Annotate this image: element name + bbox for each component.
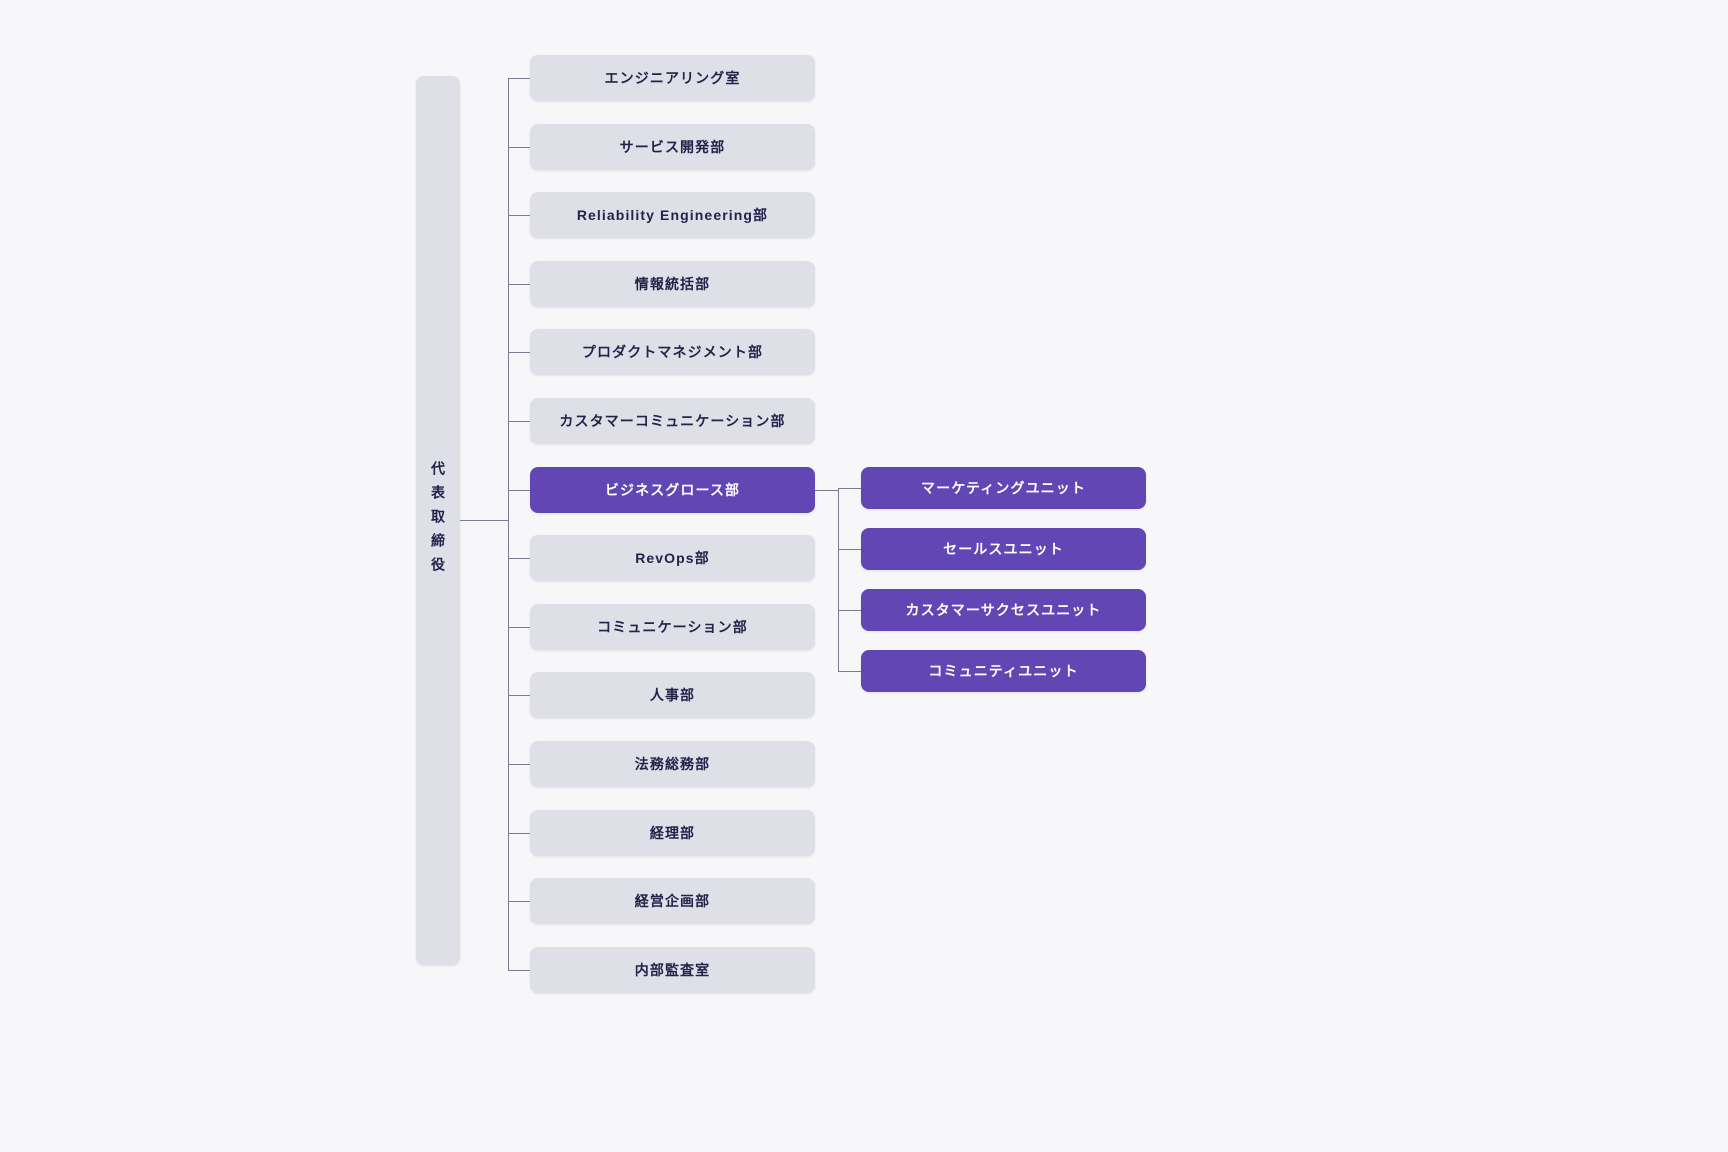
connector-department-6 xyxy=(508,421,530,422)
unit-node-2[interactable]: セールスユニット xyxy=(861,528,1146,570)
connector-unit-2 xyxy=(838,549,861,550)
department-node-label: カスタマーコミュニケーション部 xyxy=(559,413,786,429)
department-node-1[interactable]: エンジニアリング室 xyxy=(530,55,815,101)
unit-node-label: カスタマーサクセスユニット xyxy=(905,602,1102,618)
connector-department-1 xyxy=(508,78,530,79)
connector-root-stub xyxy=(460,520,508,521)
department-node-2[interactable]: サービス開発部 xyxy=(530,123,815,170)
department-node-label: 経営企画部 xyxy=(634,893,711,910)
connector-department-11 xyxy=(508,764,530,765)
root-node-label: 代表取締役 xyxy=(430,460,446,581)
connector-department-9 xyxy=(508,627,530,628)
department-node-10[interactable]: 人事部 xyxy=(530,672,815,719)
department-node-5[interactable]: プロダクトマネジメント部 xyxy=(530,329,815,376)
connector-unit-1 xyxy=(838,488,861,489)
department-node-4[interactable]: 情報統括部 xyxy=(530,260,815,307)
connector-department-2 xyxy=(508,147,530,148)
department-node-12[interactable]: 経理部 xyxy=(530,809,815,856)
connector-unit-4 xyxy=(838,671,861,672)
connector-department-3 xyxy=(508,215,530,216)
connector-unit-3 xyxy=(838,610,861,611)
unit-node-4[interactable]: コミュニティユニット xyxy=(861,650,1146,692)
department-node-13[interactable]: 経営企画部 xyxy=(530,878,815,925)
unit-node-1[interactable]: マーケティングユニット xyxy=(861,467,1146,509)
connector-department-10 xyxy=(508,695,530,696)
department-node-label: サービス開発部 xyxy=(619,138,726,155)
connector-department-8 xyxy=(508,558,530,559)
department-node-6[interactable]: カスタマーコミュニケーション部 xyxy=(530,398,815,444)
department-node-label: 情報統括部 xyxy=(634,275,711,292)
department-node-label: プロダクトマネジメント部 xyxy=(581,344,764,361)
department-node-3[interactable]: Reliability Engineering部 xyxy=(530,192,815,239)
department-node-label: 経理部 xyxy=(649,824,696,841)
department-node-14[interactable]: 内部監査室 xyxy=(530,946,815,993)
department-node-label: ビジネスグロース部 xyxy=(604,481,741,498)
department-node-label: RevOps部 xyxy=(635,550,710,567)
unit-node-3[interactable]: カスタマーサクセスユニット xyxy=(861,589,1146,631)
unit-node-label: コミュニティユニット xyxy=(928,663,1079,679)
unit-node-label: マーケティングユニット xyxy=(921,480,1086,496)
connector-department-4 xyxy=(508,284,530,285)
department-node-label: 法務総務部 xyxy=(634,756,711,772)
connector-unit-stub xyxy=(815,490,838,491)
connector-department-14 xyxy=(508,970,530,971)
connector-trunk-units xyxy=(838,488,839,671)
root-node-representative-director[interactable]: 代表取締役 xyxy=(416,76,460,965)
department-node-7[interactable]: ビジネスグロース部 xyxy=(530,466,815,513)
department-node-9[interactable]: コミュニケーション部 xyxy=(530,603,815,650)
department-node-label: 内部監査室 xyxy=(634,961,711,978)
department-node-label: コミュニケーション部 xyxy=(597,618,748,635)
department-node-label: 人事部 xyxy=(649,687,696,704)
department-node-label: Reliability Engineering部 xyxy=(576,207,769,224)
unit-node-label: セールスユニット xyxy=(943,541,1064,557)
department-node-label: エンジニアリング室 xyxy=(604,70,741,86)
connector-trunk-departments xyxy=(508,78,509,970)
department-node-8[interactable]: RevOps部 xyxy=(530,535,815,582)
connector-department-7 xyxy=(508,490,530,491)
connector-department-12 xyxy=(508,833,530,834)
connector-department-13 xyxy=(508,901,530,902)
department-node-11[interactable]: 法務総務部 xyxy=(530,741,815,787)
connector-department-5 xyxy=(508,352,530,353)
